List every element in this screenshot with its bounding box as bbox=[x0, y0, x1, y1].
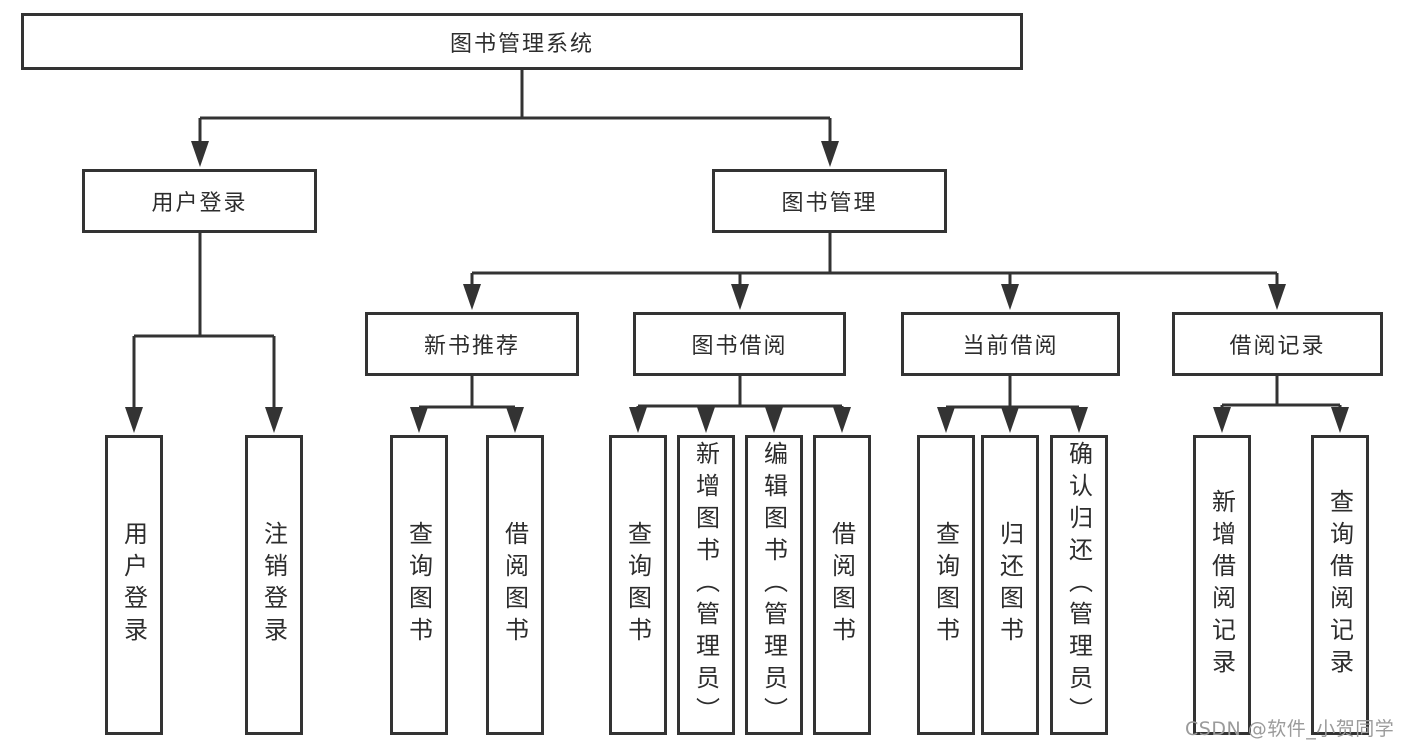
arrowhead-down-icon bbox=[1001, 284, 1019, 310]
leaf-confirm-return-admin: 确认归还（管理员） bbox=[1050, 435, 1108, 735]
arrowhead-down-icon bbox=[937, 407, 955, 433]
arrowhead-down-icon bbox=[125, 407, 143, 433]
leaf-logout-login: 注销登录 bbox=[245, 435, 303, 735]
arrowhead-down-icon bbox=[821, 141, 839, 167]
leaf-user-login: 用户登录 bbox=[105, 435, 163, 735]
node-current-borrow: 当前借阅 bbox=[901, 312, 1120, 376]
arrowhead-down-icon bbox=[191, 141, 209, 167]
node-new-book-recommend: 新书推荐 bbox=[365, 312, 579, 376]
leaf-add-book-admin: 新增图书（管理员） bbox=[677, 435, 735, 735]
node-borrow-records: 借阅记录 bbox=[1172, 312, 1383, 376]
leaf-return-book: 归还图书 bbox=[981, 435, 1039, 735]
leaf-add-borrow-record: 新增借阅记录 bbox=[1193, 435, 1251, 735]
leaf-borrow-books-recommend: 借阅图书 bbox=[486, 435, 544, 735]
arrowhead-down-icon bbox=[1001, 407, 1019, 433]
arrowhead-down-icon bbox=[1331, 407, 1349, 433]
node-book-management: 图书管理 bbox=[712, 169, 947, 233]
leaf-query-books-borrow: 查询图书 bbox=[609, 435, 667, 735]
arrowhead-down-icon bbox=[629, 407, 647, 433]
arrowhead-down-icon bbox=[1268, 284, 1286, 310]
arrowhead-down-icon bbox=[463, 284, 481, 310]
arrowhead-down-icon bbox=[410, 407, 428, 433]
leaf-query-borrow-record: 查询借阅记录 bbox=[1311, 435, 1369, 735]
arrowhead-down-icon bbox=[833, 407, 851, 433]
arrowhead-down-icon bbox=[265, 407, 283, 433]
node-user-login: 用户登录 bbox=[82, 169, 317, 233]
leaf-query-books-recommend: 查询图书 bbox=[390, 435, 448, 735]
arrowhead-down-icon bbox=[731, 284, 749, 310]
node-book-borrow: 图书借阅 bbox=[633, 312, 846, 376]
node-root: 图书管理系统 bbox=[21, 13, 1023, 70]
leaf-borrow-books: 借阅图书 bbox=[813, 435, 871, 735]
leaf-query-books-current: 查询图书 bbox=[917, 435, 975, 735]
arrowhead-down-icon bbox=[1213, 407, 1231, 433]
arrowhead-down-icon bbox=[765, 407, 783, 433]
arrowhead-down-icon bbox=[1070, 407, 1088, 433]
arrowhead-down-icon bbox=[697, 407, 715, 433]
arrowhead-down-icon bbox=[506, 407, 524, 433]
watermark: CSDN @软件_小贺同学 bbox=[1185, 718, 1395, 740]
leaf-edit-book-admin: 编辑图书（管理员） bbox=[745, 435, 803, 735]
